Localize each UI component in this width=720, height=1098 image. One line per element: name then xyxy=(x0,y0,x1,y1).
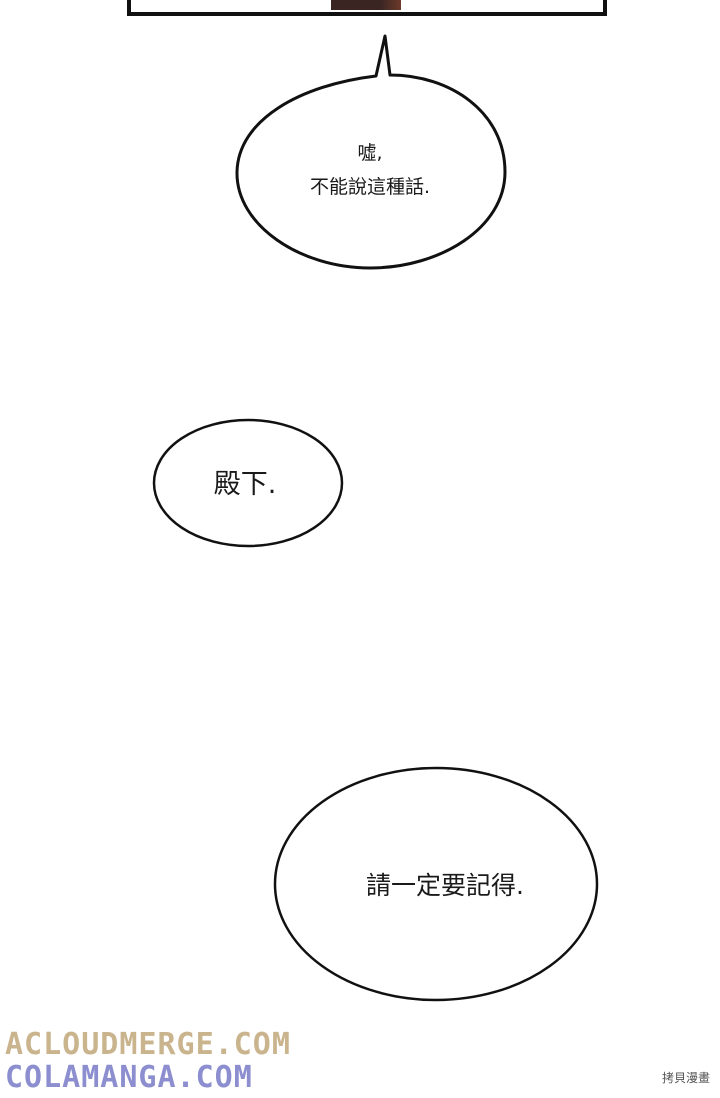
bubble-3-text: 請一定要記得. xyxy=(366,871,524,900)
speech-bubble-3 xyxy=(273,766,599,1002)
top-panel-edge xyxy=(127,0,607,16)
corner-watermark: 拷貝漫畫 xyxy=(661,1071,710,1085)
bubble-1-line-1: 噓, xyxy=(357,142,383,164)
speech-bubble-2 xyxy=(152,418,344,548)
watermark-acloudmerge: ACLOUDMERGE.COM xyxy=(5,1027,291,1062)
bubble-1-line-2: 不能說這種話. xyxy=(309,176,431,198)
bubble-2-text: 殿下. xyxy=(213,469,277,500)
panel-artwork xyxy=(331,0,401,10)
speech-bubble-1 xyxy=(235,34,507,270)
watermark-colamanga: COLAMANGA.COM xyxy=(5,1060,253,1095)
